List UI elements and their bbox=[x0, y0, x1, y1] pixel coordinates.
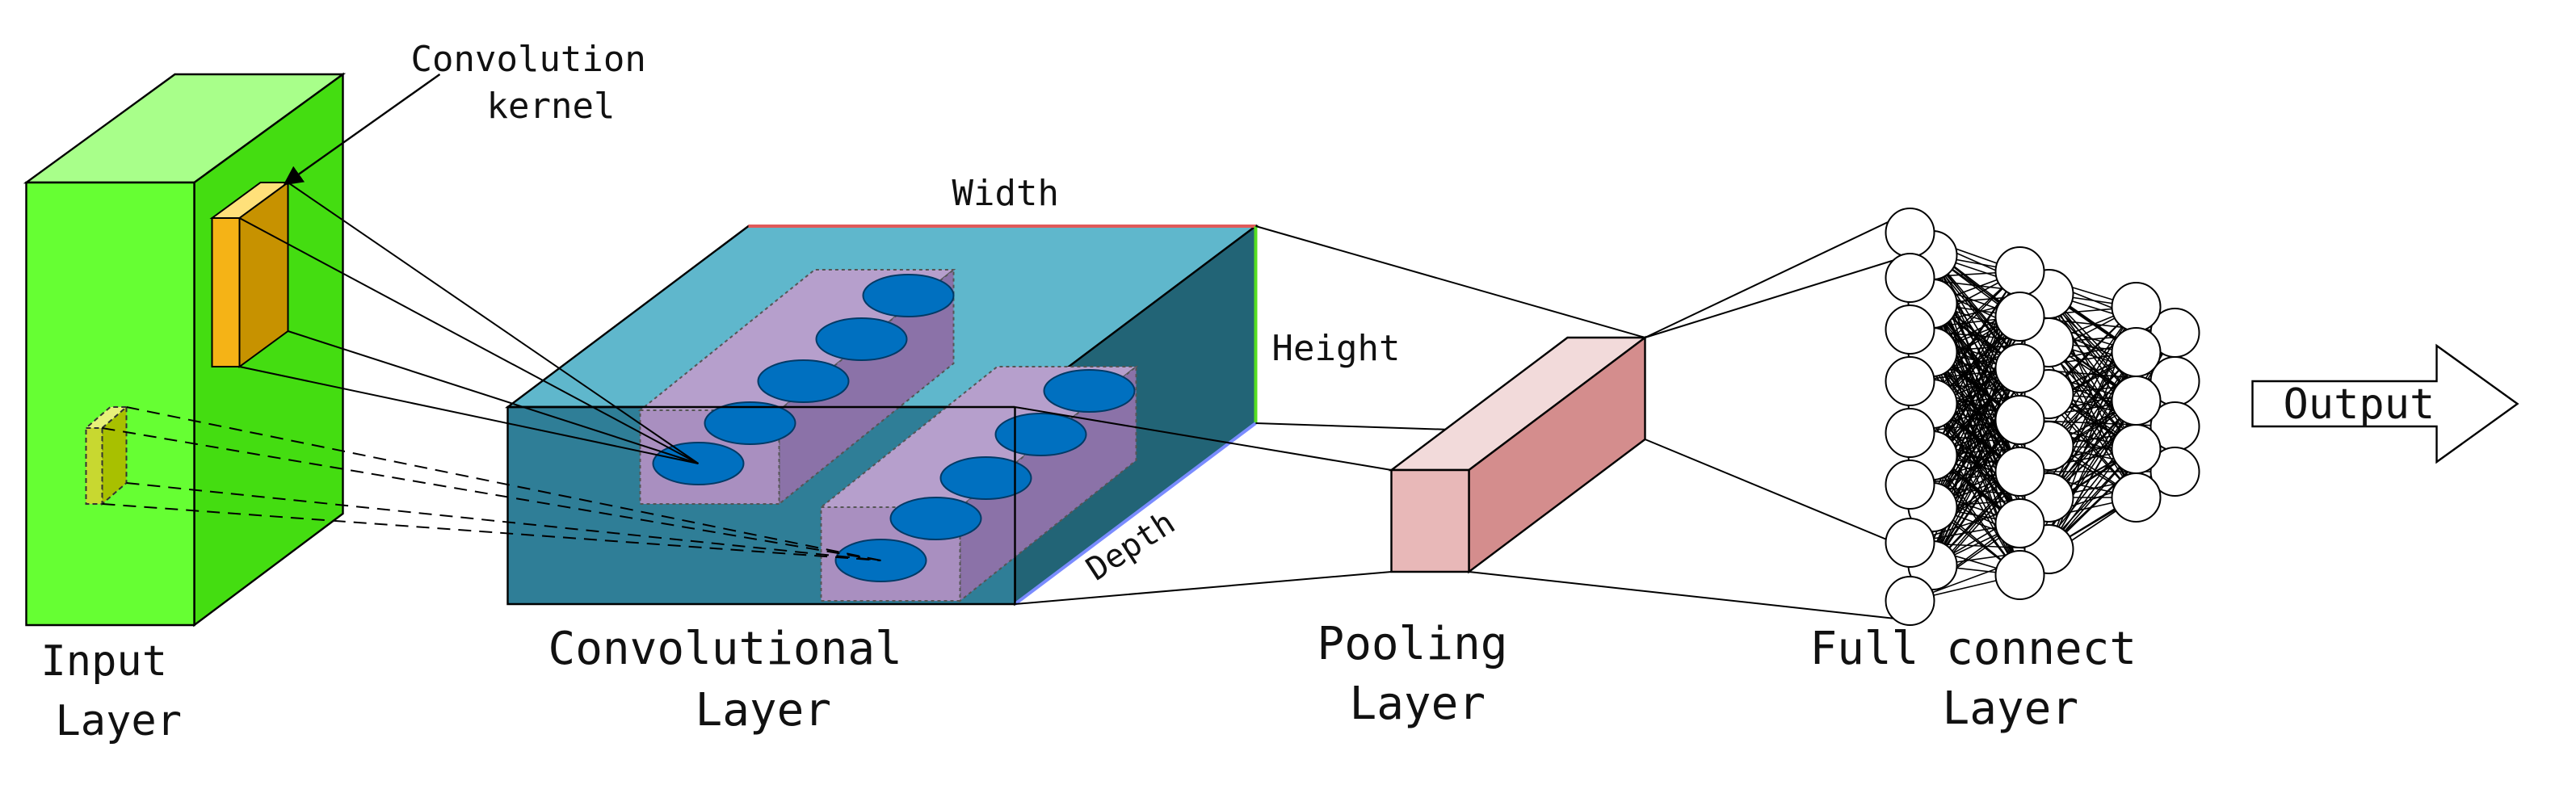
neuron-circle bbox=[757, 359, 850, 403]
fc-connection bbox=[1931, 271, 2021, 405]
pool-label-line2: Layer bbox=[1350, 678, 1486, 730]
fc-connection bbox=[1931, 367, 2021, 508]
fc-label-line1: Full connect bbox=[1810, 623, 2137, 675]
pooling-layer-block bbox=[1388, 335, 1649, 574]
output-arrow bbox=[2251, 343, 2519, 464]
depth-edge bbox=[1014, 422, 1257, 606]
conv-pool-line bbox=[1015, 406, 1392, 471]
dashed-line bbox=[102, 427, 881, 561]
fc-neuron bbox=[1994, 395, 2045, 445]
pool-to-fc-lines bbox=[1469, 211, 1910, 621]
fc-neuron bbox=[2111, 376, 2162, 426]
fc-neuron bbox=[1994, 550, 2045, 600]
fc-neuron bbox=[2111, 282, 2162, 332]
fc-nodes bbox=[1885, 208, 2200, 626]
fc-neuron bbox=[2111, 424, 2162, 474]
neuron-circle bbox=[889, 497, 982, 540]
fc-neuron bbox=[1994, 292, 2045, 342]
fc-neuron bbox=[1885, 208, 1935, 258]
conv-label-line1: Convolutional bbox=[548, 623, 902, 675]
tube-upper-side-face bbox=[778, 267, 955, 506]
dashed-line bbox=[126, 482, 881, 561]
pool-fc-line bbox=[1645, 254, 1910, 338]
fc-connection bbox=[2048, 342, 2137, 498]
pool-fc-line bbox=[1645, 439, 1910, 550]
dashed-line bbox=[102, 503, 881, 561]
fc-connection bbox=[2048, 306, 2137, 447]
neuron-circle bbox=[862, 274, 955, 317]
kernel-label-line1: Convolution bbox=[411, 39, 646, 80]
fc-neuron bbox=[1885, 460, 1935, 510]
input-layer-front-face bbox=[25, 181, 195, 627]
fc-connection bbox=[2048, 351, 2137, 498]
conv-pool-line bbox=[1255, 225, 1645, 338]
kernel-label-line2: kernel bbox=[487, 86, 616, 127]
kernel-front-face bbox=[211, 217, 241, 367]
fc-neuron bbox=[1885, 518, 1935, 568]
convolution-kernel-block bbox=[209, 181, 291, 368]
small-kernel-connection-lines bbox=[102, 406, 881, 561]
pool-fc-line bbox=[1645, 211, 1910, 338]
tube-lower-circles bbox=[834, 369, 1136, 582]
kernel-line bbox=[239, 217, 699, 464]
fc-neuron bbox=[1885, 356, 1935, 406]
kernel-line bbox=[288, 330, 699, 464]
dashed-line bbox=[126, 406, 881, 561]
pool-fc-line bbox=[1469, 571, 1910, 621]
conv-label-line2: Layer bbox=[695, 684, 832, 737]
fc-neuron bbox=[1885, 576, 1935, 626]
output-label: Output bbox=[2284, 380, 2435, 429]
neuron-circle bbox=[1043, 369, 1136, 413]
height-label: Height bbox=[1272, 328, 1401, 369]
fc-neuron bbox=[2111, 327, 2162, 377]
width-label: Width bbox=[952, 173, 1059, 214]
kernel-pointer-arrow bbox=[283, 73, 441, 186]
kernel-line bbox=[239, 366, 699, 464]
fc-label-line2: Layer bbox=[1943, 682, 2079, 735]
fc-connection bbox=[1931, 419, 2021, 566]
fc-neuron bbox=[1885, 408, 1935, 458]
fc-neuron bbox=[2149, 447, 2200, 497]
fc-neuron bbox=[1994, 246, 2045, 296]
kernel-connection-lines bbox=[239, 182, 700, 464]
input-label-line2: Layer bbox=[56, 697, 183, 745]
input-layer-block bbox=[23, 72, 347, 628]
neuron-circle bbox=[939, 456, 1032, 500]
input-label-line1: Input bbox=[41, 637, 168, 686]
pool-layer-front-face bbox=[1390, 468, 1470, 573]
fc-neuron bbox=[1885, 304, 1935, 355]
conv-pool-line bbox=[1015, 571, 1392, 605]
fc-neuron bbox=[1994, 498, 2045, 548]
fc-connection bbox=[2048, 400, 2137, 550]
kernel-line bbox=[287, 182, 700, 464]
pool-label-line1: Pooling bbox=[1317, 618, 1508, 670]
fc-neuron bbox=[2111, 472, 2162, 523]
fc-connection bbox=[1931, 316, 2021, 456]
small-kernel-front-face bbox=[85, 427, 103, 505]
fc-neuron bbox=[1994, 343, 2045, 393]
fc-neuron bbox=[1885, 253, 1935, 303]
fc-neuron bbox=[1994, 447, 2045, 497]
neuron-circle bbox=[704, 401, 796, 445]
neuron-circle bbox=[815, 317, 908, 361]
neuron-circle bbox=[994, 413, 1087, 456]
